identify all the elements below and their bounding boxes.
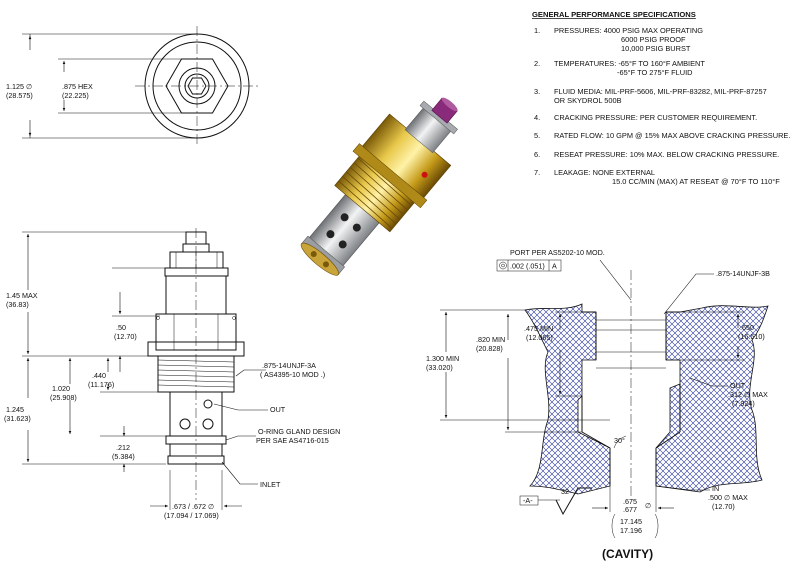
cavity-820-mm: (20.828) <box>476 344 503 353</box>
cavity-angle: 30° <box>614 436 625 445</box>
specs-heading: GENERAL PERFORMANCE SPECIFICATIONS <box>532 10 696 19</box>
cavity-500-label: .500 ∅ MAX <box>708 493 748 502</box>
side-tip-label: .212 <box>116 443 130 452</box>
cavity-677: .677 <box>623 505 637 514</box>
spec-item-number: 4. <box>534 113 540 122</box>
top-dia-label: 1.125 ∅ <box>6 82 32 91</box>
spec-item-line: 15.0 CC/MIN (MAX) AT RESEAT @ 70°F TO 11… <box>612 177 780 186</box>
cavity-out-label: OUT <box>730 381 746 390</box>
cavity-675: .675 <box>623 497 637 506</box>
cavity-view: PORT PER AS5202-10 MOD. .002 (.051) A .8… <box>426 248 770 561</box>
side-basedia-label: .673 / .672 ∅ <box>172 502 214 511</box>
top-dia-mm: (28.575) <box>6 91 33 100</box>
cavity-tol-datum: A <box>552 262 557 271</box>
spec-item-number: 5. <box>534 131 540 140</box>
cavity-675-mm: 17.145 <box>620 517 642 526</box>
cavity-475-label: .475 MIN <box>524 324 553 333</box>
side-basedia-mm: (17.094 / 17.069) <box>164 511 219 520</box>
side-view: 1.45 MAX (36.83) .50 (12.70) .440 (11.17… <box>4 228 340 520</box>
side-inlet-label: INLET <box>260 480 281 489</box>
side-overall-mm: (36.83) <box>6 300 29 309</box>
side-body-label: 1.020 <box>52 384 70 393</box>
spec-item-line: 6000 PSIG PROOF <box>621 35 686 44</box>
spec-item-number: 1. <box>534 26 540 35</box>
spec-item-line: CRACKING PRESSURE: PER CUSTOMER REQUIREM… <box>554 113 757 122</box>
spec-item-line: TEMPERATURES: -65°F TO 160°F AMBIENT <box>554 59 705 68</box>
spec-item-line: 10,000 PSIG BURST <box>621 44 691 53</box>
cavity-dsym: ∅ <box>645 501 651 510</box>
side-tip-mm: (5.384) <box>112 452 135 461</box>
specifications: GENERAL PERFORMANCE SPECIFICATIONS 1. PRE… <box>532 10 790 186</box>
cavity-820-label: .820 MIN <box>476 335 505 344</box>
cavity-650-label: .650 <box>740 323 754 332</box>
side-thread-note: .875-14UNJF-3A <box>262 361 316 370</box>
cavity-500-mm: (12.70) <box>712 502 735 511</box>
spec-item-number: 6. <box>534 150 540 159</box>
cavity-thread-label: .875-14UNJF-3B <box>716 269 770 278</box>
cavity-650-mm: (16.510) <box>738 332 765 341</box>
spec-item-number: 7. <box>534 168 540 177</box>
cavity-tol: .002 (.051) <box>510 262 545 271</box>
top-hex-label: .875 HEX <box>62 82 93 91</box>
spec-item-number: 2. <box>534 59 540 68</box>
spec-item-line: LEAKAGE: NONE EXTERNAL <box>554 168 655 177</box>
side-insert-label: 1.245 <box>6 405 24 414</box>
spec-item-line: OR SKYDROL 500B <box>554 96 622 105</box>
cavity-677-mm: 17.196 <box>620 526 642 535</box>
top-view: 1.125 ∅ (28.575) .875 HEX (22.225) <box>6 26 259 146</box>
side-thread-mm: (11.176) <box>88 380 114 389</box>
cavity-475-mm: (12.065) <box>526 333 553 342</box>
spec-item-number: 3. <box>534 87 540 96</box>
cavity-wall-left <box>524 303 611 495</box>
spec-item-line: RESEAT PRESSURE: 10% MAX. BELOW CRACKING… <box>554 150 779 159</box>
side-overall-label: 1.45 MAX <box>6 291 38 300</box>
side-body-mm: (25.908) <box>50 393 77 402</box>
cavity-wall-right <box>655 305 769 493</box>
cavity-in-label: IN <box>712 484 719 493</box>
top-hex-mm: (22.225) <box>62 91 89 100</box>
cavity-312-mm: (7.924) <box>732 399 755 408</box>
side-thread-label: .440 <box>92 371 106 380</box>
side-insert-mm: (31.623) <box>4 414 31 423</box>
spec-item-line: PRESSURES: 4000 PSIG MAX OPERATING <box>554 26 703 35</box>
side-oring2: PER SAE AS4716-015 <box>256 436 329 445</box>
cavity-312-label: .312 ∅ MAX <box>728 390 768 399</box>
cavity-caption: (CAVITY) <box>602 547 653 561</box>
side-oring1: O-RING GLAND DESIGN <box>258 427 340 436</box>
valve-3d-render <box>300 97 458 276</box>
spec-item-line: FLUID MEDIA: MIL-PRF-5606, MIL-PRF-83282… <box>554 87 767 96</box>
spec-item-line: RATED FLOW: 10 GPM @ 15% MAX ABOVE CRACK… <box>554 131 790 140</box>
cavity-port-label: PORT PER AS5202-10 MOD. <box>510 248 605 257</box>
cavity-1300-mm: (33.020) <box>426 363 453 372</box>
cavity-finish: 32 <box>561 487 569 496</box>
side-out-label: OUT <box>270 405 286 414</box>
side-hexh-label: .50 <box>116 323 126 332</box>
cavity-1300-label: 1.300 MIN <box>426 354 459 363</box>
spec-item-line: -65°F TO 275°F FLUID <box>617 68 692 77</box>
side-hexh-mm: (12.70) <box>114 332 137 341</box>
cavity-datum-a: -A- <box>523 496 533 505</box>
side-thread-note2: ( AS4395-10 MOD .) <box>260 370 325 379</box>
